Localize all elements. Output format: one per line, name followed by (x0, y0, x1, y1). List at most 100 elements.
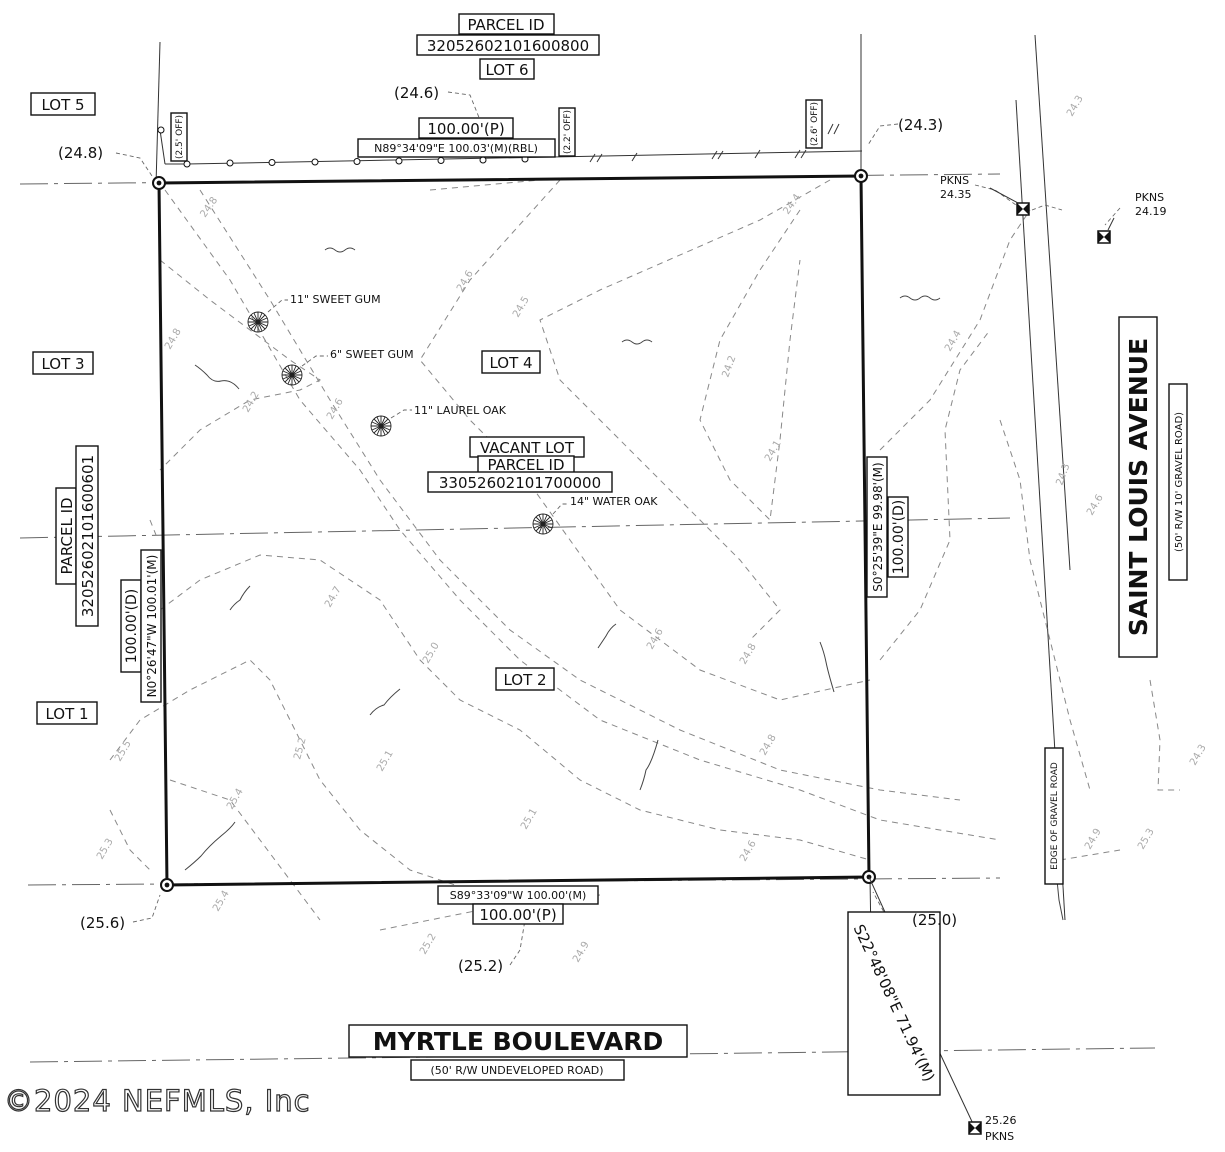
lot-1-label: LOT 1 (45, 705, 88, 723)
contour-label: 24.8 (198, 195, 220, 220)
elevation-nw: (24.8) (58, 144, 103, 162)
pkns-value-1: 24.35 (940, 188, 972, 201)
parcel-id-north-title-box (458, 13, 555, 35)
east-off-box (805, 99, 823, 149)
tree-label-laurel-oak: 11" LAUREL OAK (414, 404, 507, 417)
contour-label: 24.4 (781, 192, 803, 217)
north-plat-distance: 100.00'(P) (427, 120, 504, 138)
contour-label: 24.2 (241, 390, 262, 415)
north-measured-bearing: N89°34'09"E 100.03'(M)(RBL) (374, 142, 538, 155)
corner-monuments (152, 169, 876, 892)
lot-2-box (495, 667, 555, 691)
edge-gravel-box (1044, 747, 1064, 885)
pkns-value-2: 24.19 (1135, 205, 1167, 218)
tree-label-water-oak: 14" WATER OAK (570, 495, 658, 508)
east-deed-box (887, 496, 909, 578)
lot-1-box (36, 701, 98, 725)
north-off-box (558, 107, 576, 157)
saint-louis-east-line (1034, 34, 1071, 571)
saint-louis-desc-box (1168, 383, 1188, 581)
contour-lines (109, 179, 1180, 931)
myrtle-name-box (348, 1024, 688, 1058)
lot-5-label: LOT 5 (41, 96, 84, 114)
west-rw-line (155, 41, 161, 186)
contour-label: 24.4 (943, 329, 964, 354)
pkns-label-1: PKNS (940, 174, 969, 187)
contour-label: 25.5 (113, 739, 134, 764)
elevation-sw: (25.6) (80, 914, 125, 932)
west-measured-box (140, 549, 162, 703)
south-plat-box (472, 903, 564, 925)
west-off-box (170, 112, 188, 162)
lot-3-box (32, 351, 94, 375)
east-measured-box (866, 456, 888, 598)
lot-4-box (481, 350, 541, 374)
contour-label: 25.2 (292, 736, 308, 760)
south-plat-distance: 100.00'(P) (479, 906, 556, 924)
contour-label: 24.6 (1085, 493, 1106, 518)
contour-label: 24.3 (1054, 462, 1072, 487)
parcel-id-west-value: 32052602101600601 (79, 455, 97, 617)
elevation-north: (24.6) (394, 84, 439, 102)
east-offset-note: (2.6' OFF) (810, 102, 820, 146)
east-measured-bearing: S0°25'39"E 99.98'(M) (871, 462, 885, 591)
parcel-id-west-title: PARCEL ID (58, 497, 76, 574)
myrtle-boulevard-label: MYRTLE BOULEVARD (373, 1027, 664, 1056)
contour-label: 25.3 (95, 837, 116, 862)
parcel-id-west-value-box (75, 445, 99, 627)
saint-louis-avenue-label: SAINT LOUIS AVENUE (1124, 338, 1153, 636)
lot-2-label: LOT 2 (503, 671, 546, 689)
contour-label: 25.1 (375, 749, 396, 774)
tie-line-box (847, 911, 941, 1096)
contour-label: 24.9 (571, 940, 592, 965)
parcel-id-north-title: PARCEL ID (467, 16, 544, 34)
contour-label: 25.2 (418, 932, 439, 957)
contour-label: 24.6 (325, 397, 346, 422)
parcel-id-north-value: 32052602101600800 (427, 37, 589, 55)
contour-label: 25.4 (225, 787, 246, 812)
myrtle-desc-box (410, 1059, 625, 1081)
contour-label: 24.9 (1083, 827, 1104, 852)
parcel-id-center-value-box (427, 471, 613, 493)
lot-5-box (30, 92, 96, 116)
lot-3-label: LOT 3 (41, 355, 84, 373)
lot-4-label: LOT 4 (489, 354, 532, 372)
north-measured-box (357, 138, 556, 158)
vacant-lot-label: VACANT LOT (480, 439, 575, 457)
pkns-markers (968, 187, 1115, 1135)
contour-label: 24.1 (763, 439, 784, 464)
contour-label: 24.8 (758, 733, 779, 758)
elevation-ne: (24.3) (898, 116, 943, 134)
property-boundary (157, 174, 871, 887)
contour-label: 24.7 (323, 585, 344, 610)
north-offset-note: (2.2' OFF) (563, 110, 573, 154)
east-deed-distance: 100.00'(D) (891, 500, 907, 575)
saint-louis-name-box (1118, 316, 1158, 658)
middle-centerline (19, 517, 1011, 539)
contour-label: 24.6 (455, 269, 476, 294)
lot-6-label: LOT 6 (485, 61, 528, 79)
contour-label: 24.8 (738, 642, 759, 667)
elevation-leaders (115, 91, 1121, 966)
pkns-value-3: 25.26 (985, 1114, 1017, 1127)
elevation-south: (25.2) (458, 957, 503, 975)
contour-label: 24.6 (645, 627, 666, 652)
tree-symbols (247, 299, 568, 535)
contour-label: 24.8 (163, 327, 184, 352)
north-plat-box (418, 117, 514, 139)
contour-label: 24.5 (511, 295, 532, 320)
contour-label: 24.2 (720, 354, 738, 379)
parcel-id-north-value-box (416, 34, 600, 56)
myrtle-boulevard-desc: (50' R/W UNDEVELOPED ROAD) (430, 1064, 603, 1077)
lot-6-box (479, 58, 535, 80)
edge-of-gravel-road-label: EDGE OF GRAVEL ROAD (1050, 762, 1060, 870)
parcel-id-center-title: PARCEL ID (487, 456, 564, 474)
contour-label: 25.1 (519, 807, 540, 832)
tree-label-sweet-gum-11: 11" SWEET GUM (290, 293, 381, 306)
contour-label: 24.3 (1188, 743, 1209, 768)
contour-label: 24.6 (738, 839, 759, 864)
west-offset-note: (2.5' OFF) (175, 115, 185, 159)
tree-label-sweet-gum-6: 6" SWEET GUM (330, 348, 414, 361)
west-deed-distance: 100.00'(D) (124, 589, 140, 664)
